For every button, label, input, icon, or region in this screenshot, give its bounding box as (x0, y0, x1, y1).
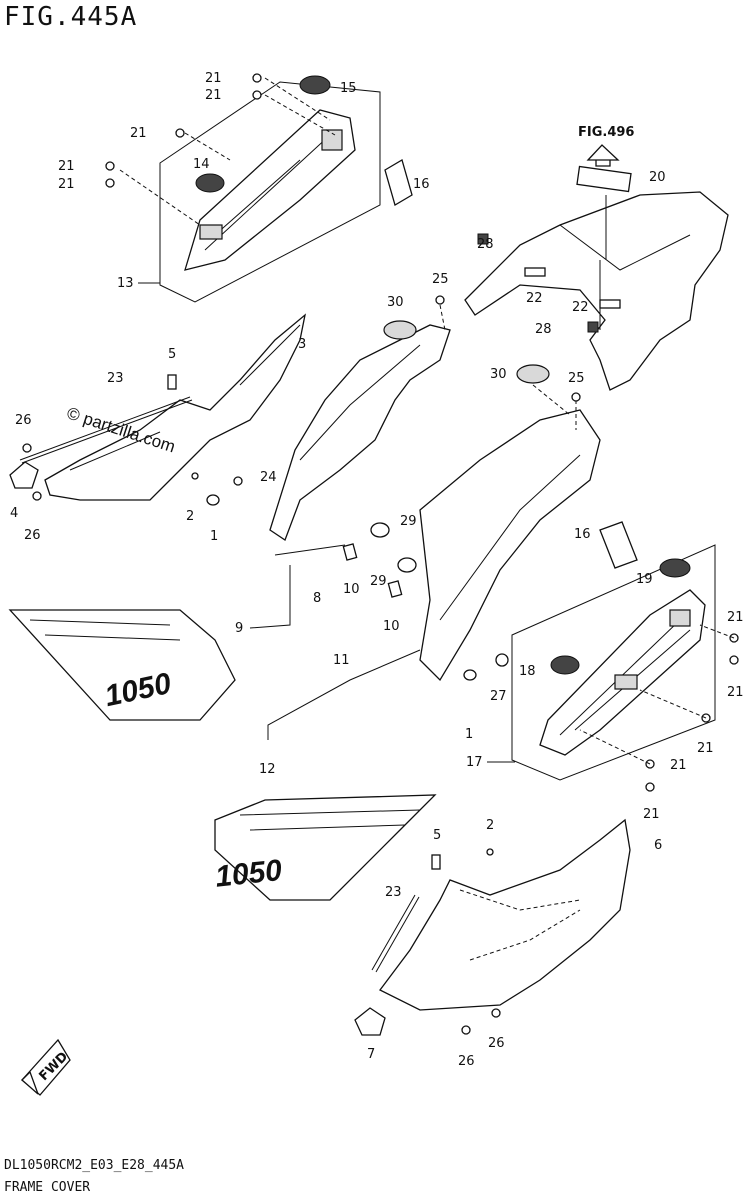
reference-fig: FIG.496 (578, 125, 634, 140)
callout-11: 11 (333, 653, 350, 668)
part-20-rear-fender (464, 144, 729, 391)
callout-4: 4 (10, 506, 18, 521)
callout-10: 10 (343, 582, 360, 597)
callout-8: 8 (313, 591, 321, 606)
part-30-grommet-upper (383, 320, 417, 340)
callout-26: 26 (488, 1036, 505, 1051)
callout-27: 27 (490, 689, 507, 704)
part-group-13 (105, 73, 381, 303)
decal-text-right: 1050 (214, 854, 284, 894)
callout-21: 21 (670, 758, 687, 773)
callout-17: 17 (466, 755, 483, 770)
part-16-grommet-lower (599, 521, 638, 569)
callout-29: 29 (370, 574, 387, 589)
callout-20: 20 (649, 170, 666, 185)
diagram-name: FRAME COVER (4, 1180, 91, 1195)
part-19-rubber (659, 558, 691, 578)
callout-29: 29 (400, 514, 417, 529)
part-18-rubber (550, 655, 580, 675)
callout-18: 18 (519, 664, 536, 679)
callout-26: 26 (458, 1054, 475, 1069)
callout-23: 23 (107, 371, 124, 386)
callout-12: 12 (259, 762, 276, 777)
part-12-decal: 1050 (214, 794, 437, 901)
part-14-rubber (195, 173, 225, 193)
callout-21: 21 (205, 88, 222, 103)
diagram-code: DL1050RCM2_E03_E28_445A (4, 1158, 185, 1173)
callout-21: 21 (130, 126, 147, 141)
leader-8-9 (249, 565, 291, 629)
callout-21: 21 (643, 807, 660, 822)
part-7-clip (354, 1007, 386, 1036)
callout-26: 26 (15, 413, 32, 428)
callout-21: 21 (727, 685, 744, 700)
callout-21: 21 (727, 610, 744, 625)
part-15-rubber (299, 75, 331, 95)
part-tail-bracket (269, 295, 601, 682)
callout-21: 21 (58, 159, 75, 174)
callout-7: 7 (367, 1047, 375, 1062)
callout-10: 10 (383, 619, 400, 634)
callout-22: 22 (572, 300, 589, 315)
callout-30: 30 (490, 367, 507, 382)
callout-5: 5 (168, 347, 176, 362)
leader-11-12 (267, 649, 421, 740)
part-30-grommet-lower (516, 364, 550, 384)
part-6-right-cover (354, 818, 631, 1036)
part-group-17 (511, 521, 739, 792)
fwd-arrow-icon: FWD (21, 1038, 71, 1096)
callout-25: 25 (568, 371, 585, 386)
callout-3: 3 (298, 337, 306, 352)
part-9-decal: 1050 (8, 609, 236, 721)
part-3-left-cover (9, 313, 306, 501)
callout-21: 21 (205, 71, 222, 86)
part-16-grommet-upper (384, 159, 413, 206)
callout-2: 2 (486, 818, 494, 833)
callout-14: 14 (193, 157, 210, 172)
callout-15: 15 (340, 81, 357, 96)
callout-28: 28 (477, 237, 494, 252)
callout-26: 26 (24, 528, 41, 543)
callout-1: 1 (210, 529, 218, 544)
callout-28: 28 (535, 322, 552, 337)
figure-title: FIG.445A (4, 2, 138, 32)
callout-21: 21 (58, 177, 75, 192)
callout-22: 22 (526, 291, 543, 306)
callout-6: 6 (654, 838, 662, 853)
callout-23: 23 (385, 885, 402, 900)
callout-16: 16 (574, 527, 591, 542)
callout-16: 16 (413, 177, 430, 192)
callout-9: 9 (235, 621, 243, 636)
callout-1: 1 (465, 727, 473, 742)
part-4-clip (9, 461, 39, 489)
callout-2: 2 (186, 509, 194, 524)
callout-30: 30 (387, 295, 404, 310)
callout-19: 19 (636, 572, 653, 587)
callout-13: 13 (117, 276, 134, 291)
callout-24: 24 (260, 470, 277, 485)
callout-21: 21 (697, 741, 714, 756)
callout-25: 25 (432, 272, 449, 287)
callout-5: 5 (433, 828, 441, 843)
